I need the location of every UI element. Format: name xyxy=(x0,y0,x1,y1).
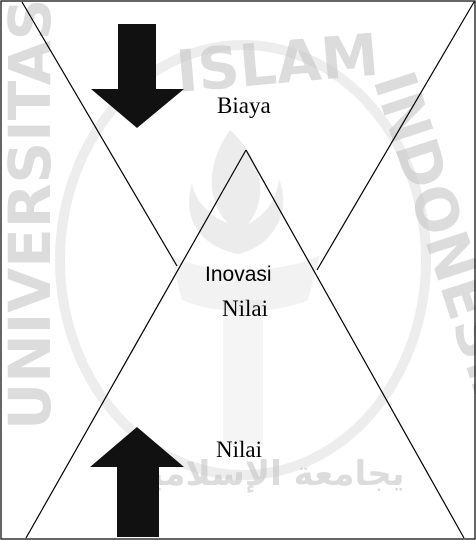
cost-triangle-right-edge xyxy=(316,1,475,271)
value-up-arrow-icon xyxy=(90,427,184,537)
value-innovation-label-line2: Nilai xyxy=(222,296,268,321)
watermark-emblem-pillar xyxy=(223,300,263,445)
value-triangle-right-edge xyxy=(245,149,465,539)
cost-label: Biaya xyxy=(217,93,271,118)
university-seal-watermark: ISLAM UNIVERSITAS INDONESIA يجامعة الإسل… xyxy=(0,0,476,494)
watermark-emblem-outline xyxy=(55,40,431,480)
value-innovation-label-line1: Inovasi xyxy=(205,263,272,286)
watermark-top-text: ISLAM xyxy=(173,21,381,106)
value-triangle-left-edge xyxy=(25,149,247,539)
watermark-emblem-torch xyxy=(189,130,284,254)
value-label: Nilai xyxy=(216,437,262,462)
watermark-left-text: UNIVERSITAS xyxy=(0,0,64,430)
cost-down-arrow-icon xyxy=(91,24,184,128)
cost-triangle-left-edge xyxy=(21,1,178,267)
watermark-emblem-base xyxy=(170,255,320,312)
